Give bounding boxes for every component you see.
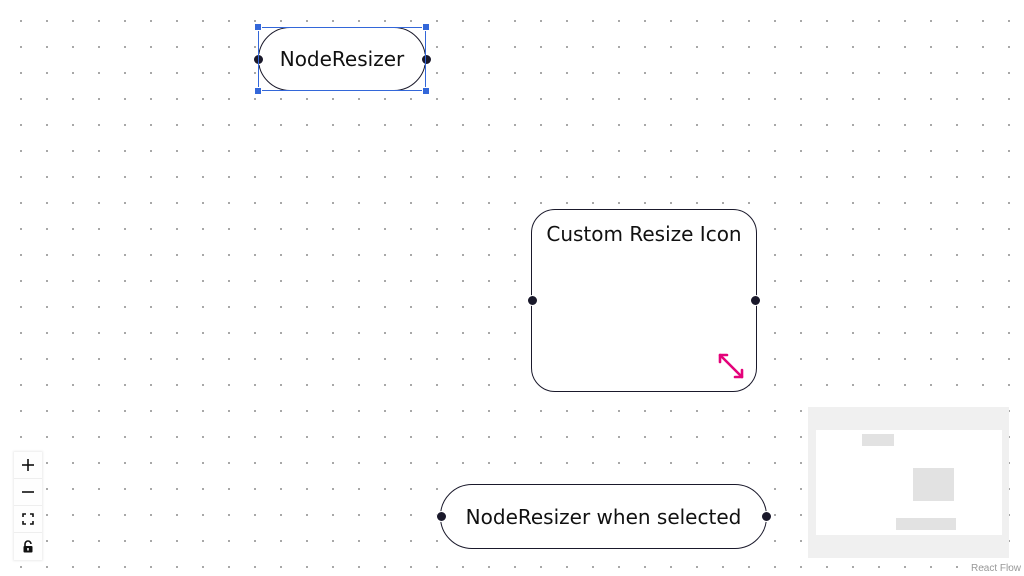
lock-toggle-button[interactable] bbox=[14, 533, 42, 560]
fit-view-button[interactable] bbox=[14, 506, 42, 533]
node-resizer-node[interactable]: NodeResizer bbox=[258, 27, 426, 91]
resizer-when-selected-node[interactable]: NodeResizer when selected bbox=[440, 484, 767, 549]
minimap[interactable] bbox=[808, 407, 1009, 558]
fit-view-icon bbox=[22, 513, 34, 525]
resize-diagonal-icon[interactable] bbox=[715, 350, 747, 382]
minimap-node bbox=[862, 434, 894, 446]
target-handle[interactable] bbox=[527, 295, 538, 306]
node-label: NodeResizer bbox=[279, 47, 405, 71]
source-handle[interactable] bbox=[750, 295, 761, 306]
zoom-out-button[interactable] bbox=[14, 479, 42, 506]
node-label: Custom Resize Icon bbox=[546, 222, 742, 246]
resize-handle-bottom-left[interactable] bbox=[254, 87, 262, 95]
source-handle[interactable] bbox=[421, 54, 432, 65]
react-flow-attribution[interactable]: React Flow bbox=[967, 561, 1024, 576]
resize-handle-bottom-right[interactable] bbox=[422, 87, 430, 95]
minimap-viewport bbox=[816, 430, 1002, 535]
target-handle[interactable] bbox=[253, 54, 264, 65]
lock-icon bbox=[23, 540, 33, 553]
zoom-in-button[interactable] bbox=[14, 452, 42, 479]
node-label: NodeResizer when selected bbox=[465, 505, 742, 529]
target-handle[interactable] bbox=[436, 511, 447, 522]
resize-handle-top-left[interactable] bbox=[254, 23, 262, 31]
plus-icon bbox=[22, 459, 34, 471]
custom-resize-icon-node[interactable]: Custom Resize Icon bbox=[531, 209, 757, 392]
minus-icon bbox=[22, 491, 34, 493]
resize-handle-top-right[interactable] bbox=[422, 23, 430, 31]
source-handle[interactable] bbox=[761, 511, 772, 522]
minimap-node bbox=[896, 518, 956, 530]
minimap-node bbox=[913, 468, 954, 501]
flow-controls bbox=[14, 452, 42, 560]
